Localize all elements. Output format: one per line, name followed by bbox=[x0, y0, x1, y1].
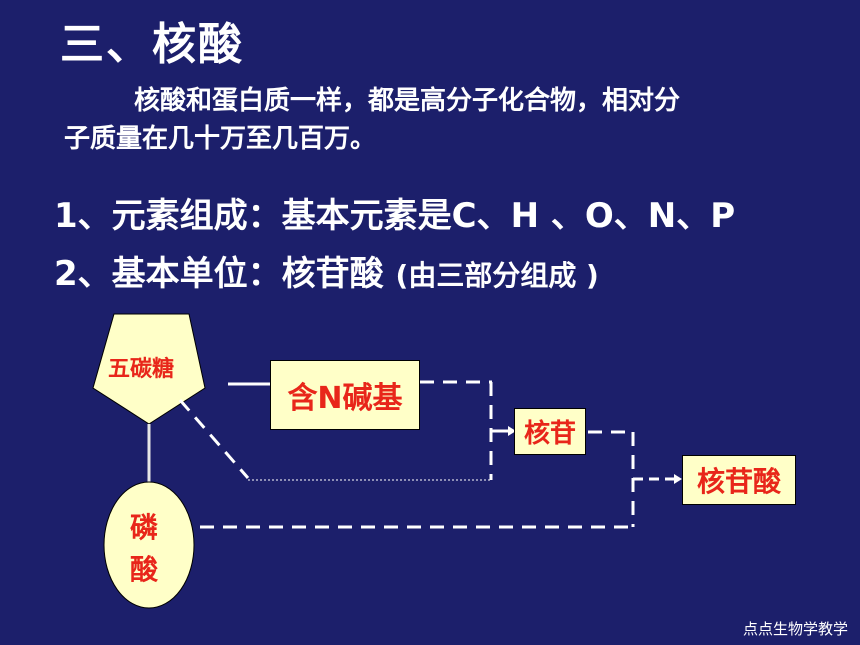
intro-paragraph: 核酸和蛋白质一样，都是高分子化合物，相对分 子质量在几十万至几百万。 bbox=[64, 82, 844, 158]
base-box: 含N碱基 bbox=[270, 360, 420, 430]
nucleoside-arrowhead bbox=[508, 426, 516, 436]
nucleoside-label: 核苷 bbox=[523, 419, 576, 449]
point-elements: 1、元素组成：基本元素是C、H 、O、N、P bbox=[54, 188, 735, 237]
base-label: 含N碱基 bbox=[287, 381, 403, 416]
phosphate-label-bottom: 酸 bbox=[130, 553, 159, 586]
sugar-label: 五碳糖 bbox=[108, 357, 175, 382]
credit-text: 点点生物学教学 bbox=[742, 620, 848, 638]
intro-line-1: 核酸和蛋白质一样，都是高分子化合物，相对分 bbox=[134, 86, 681, 116]
slide-title: 三、核酸 bbox=[60, 19, 244, 70]
nucleotide-arrowhead bbox=[674, 474, 682, 484]
nucleoside-box: 核苷 bbox=[514, 408, 586, 455]
point-basic-unit: 2、基本单位：核苷酸 (由三部分组成 ) bbox=[54, 246, 599, 295]
point-elements-text: 1、元素组成：基本元素是C、H 、O、N、P bbox=[54, 196, 736, 236]
nucleotide-label: 核苷酸 bbox=[696, 465, 781, 498]
intro-line-2: 子质量在几十万至几百万。 bbox=[64, 124, 377, 154]
phosphate-label-top: 磷 bbox=[130, 511, 159, 544]
point-basic-unit-note: (由三部分组成 ) bbox=[395, 259, 599, 292]
phosphate-ellipse bbox=[103, 481, 195, 609]
sugar-diagonal-dash bbox=[178, 399, 250, 479]
nucleotide-box: 核苷酸 bbox=[682, 455, 796, 505]
sugar-pentagon bbox=[92, 313, 206, 425]
point-basic-unit-text: 2、基本单位：核苷酸 bbox=[54, 254, 384, 294]
